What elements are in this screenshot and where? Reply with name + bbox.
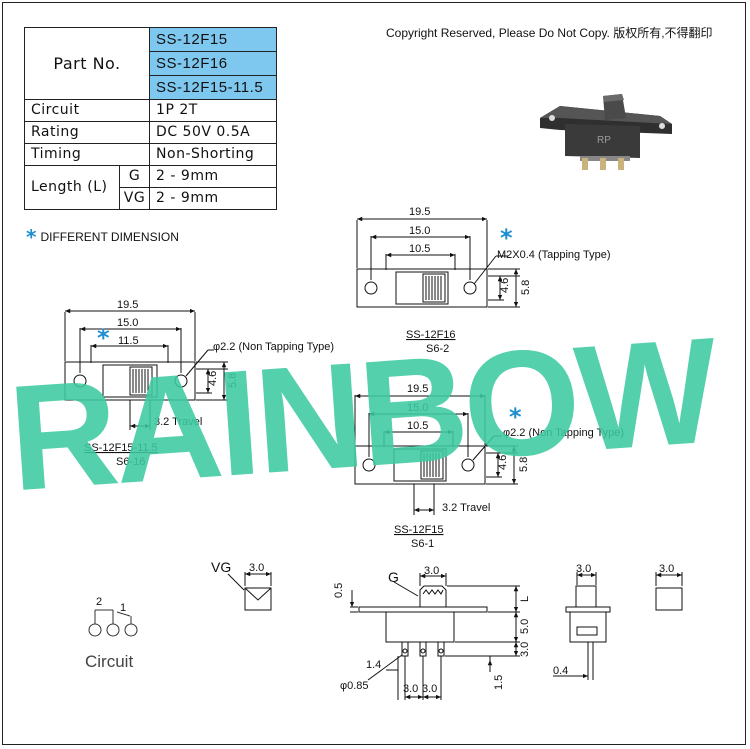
g-view xyxy=(655,572,683,611)
model-label: SS-12F16 xyxy=(406,329,456,341)
dim-1-5: 1.5 xyxy=(493,675,505,690)
dim-pin-dia: φ0.85 xyxy=(340,680,369,692)
travel-note: 3.2 Travel xyxy=(154,416,202,428)
dim-3-0: 3.0 xyxy=(424,565,439,577)
side-view xyxy=(349,573,520,700)
length-value: 2 - 9mm xyxy=(149,165,277,188)
dim-10-5: 10.5 xyxy=(407,420,428,432)
dim-5-8: 5.8 xyxy=(227,373,239,388)
dim-1-4: 1.4 xyxy=(366,659,381,671)
legend-text: DIFFERENT DIMENSION xyxy=(40,230,179,244)
spec-table: Part No. SS-12F15 SS-12F16 SS-12F15-11.5… xyxy=(23,27,277,210)
dim-19-5: 19.5 xyxy=(407,383,428,395)
dim-11-5: 11.5 xyxy=(118,335,139,347)
hole-note: M2X0.4 (Tapping Type) xyxy=(497,249,611,261)
dim-0-4: 0.4 xyxy=(553,665,568,677)
dim-5-0: 5.0 xyxy=(519,619,531,634)
circuit-value: 1P 2T xyxy=(149,99,277,122)
hole-note: φ2.2 (Non Tapping Type) xyxy=(503,427,624,439)
series-code: S6-2 xyxy=(426,343,449,355)
hole-note: φ2.2 (Non Tapping Type) xyxy=(213,341,334,353)
dim-5-8: 5.8 xyxy=(520,280,532,295)
photo-logo: RP xyxy=(597,135,611,146)
series-code: S6-1 xyxy=(411,538,434,550)
dim-4-6: 4.6 xyxy=(499,278,511,293)
asterisk-icon: * xyxy=(26,225,37,249)
part-no-label: Part No. xyxy=(23,27,151,100)
length-code: VG xyxy=(118,187,151,210)
different-dimension-legend: * DIFFERENT DIMENSION xyxy=(26,225,179,249)
dim-3-0: 3.0 xyxy=(576,563,591,575)
dim-3-0: 3.0 xyxy=(403,683,418,695)
asterisk-icon: * xyxy=(97,324,110,352)
dim-15-0: 15.0 xyxy=(409,225,430,237)
dim-3-0: 3.0 xyxy=(422,683,437,695)
dim-4-6: 4.6 xyxy=(497,455,509,470)
travel-note: 3.2 Travel xyxy=(442,502,490,514)
product-photo: RP xyxy=(540,94,672,170)
asterisk-icon: * xyxy=(500,224,513,252)
dim-15-0: 15.0 xyxy=(117,317,138,329)
pin-label: 1 xyxy=(120,602,126,614)
circuit-caption: Circuit xyxy=(85,652,133,671)
drawing-s6-1 xyxy=(354,393,518,515)
dim-3-0: 3.0 xyxy=(519,642,531,657)
watermark: RAINBOW xyxy=(4,305,724,522)
dim-10-5: 10.5 xyxy=(409,243,430,255)
dim-4-6: 4.6 xyxy=(207,371,219,386)
dim-l: L xyxy=(519,596,531,602)
vg-view xyxy=(227,571,272,611)
part-number-cell: SS-12F15-11.5 xyxy=(149,75,277,100)
vg-label: VG xyxy=(211,559,231,575)
circuit-diagram xyxy=(88,609,138,637)
circuit-label: Circuit xyxy=(23,99,151,122)
dim-3-0: 3.0 xyxy=(249,562,264,574)
dim-15-0: 15.0 xyxy=(407,402,428,414)
copyright-notice: Copyright Reserved, Please Do Not Copy. … xyxy=(386,26,713,40)
drawing-s6-16 xyxy=(64,308,228,430)
pin-label: 2 xyxy=(96,596,102,608)
dim-5-8: 5.8 xyxy=(518,457,530,472)
asterisk-icon: * xyxy=(509,403,522,431)
g-label: G xyxy=(388,569,399,585)
drawing-s6-2 xyxy=(356,216,520,308)
dim-19-5: 19.5 xyxy=(409,206,430,218)
series-code: S6-16 xyxy=(116,456,145,468)
length-value: 2 - 9mm xyxy=(149,187,277,210)
dim-0-5: 0.5 xyxy=(333,583,345,598)
end-view xyxy=(553,572,611,680)
model-label: SS-12F15-11.5 xyxy=(84,442,158,454)
length-label: Length (L) xyxy=(24,165,120,210)
rating-value: DC 50V 0.5A xyxy=(149,121,277,144)
dim-19-5: 19.5 xyxy=(117,299,138,311)
model-label: SS-12F15 xyxy=(394,524,444,536)
dim-3-0: 3.0 xyxy=(659,563,674,575)
